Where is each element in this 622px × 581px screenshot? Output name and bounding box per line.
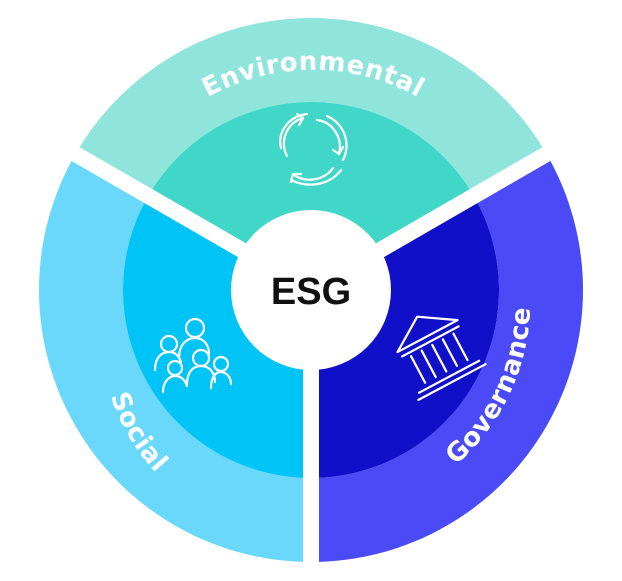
segment-separators (66, 144, 556, 568)
recycle-icon (279, 112, 348, 186)
center-circle (231, 210, 391, 370)
governance-outer-segment (311, 154, 583, 562)
social-inner-segment (122, 196, 312, 478)
social-outer-segment (39, 154, 312, 562)
center-label: ESG (271, 271, 351, 313)
people-icon (153, 317, 233, 394)
separator-line-1 (372, 144, 556, 259)
environmental-inner-segment (148, 102, 474, 251)
separator-line-0 (66, 144, 250, 259)
environmental-outer-segment (75, 18, 547, 196)
building-icon (396, 315, 487, 401)
